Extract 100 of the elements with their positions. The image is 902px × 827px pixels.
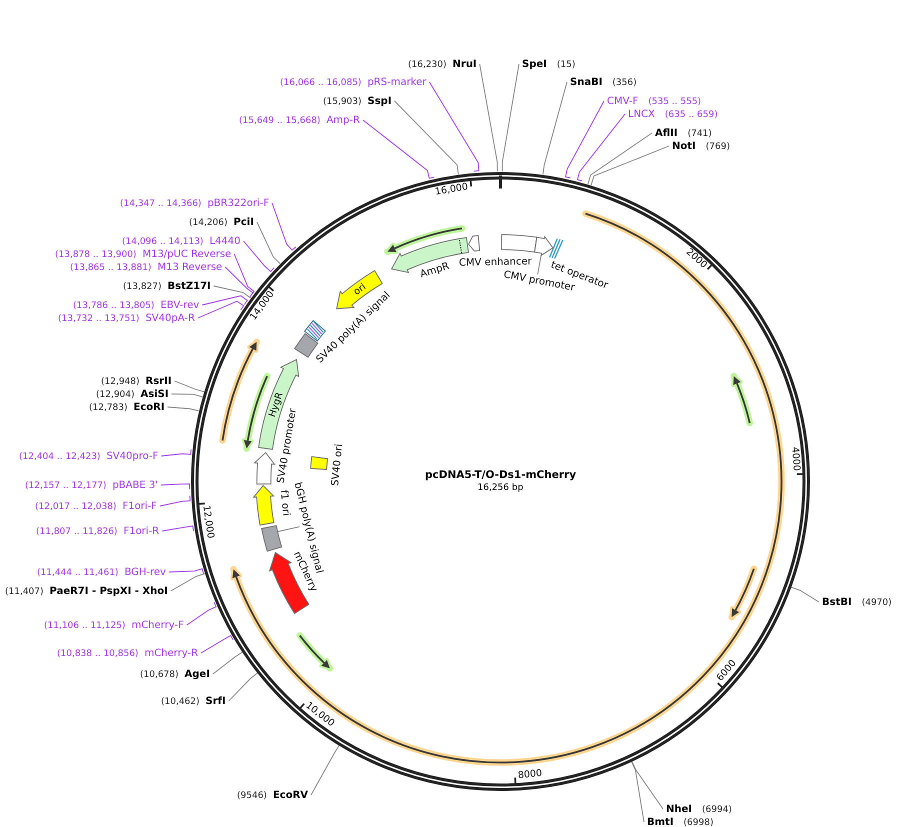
leader-line <box>565 100 604 178</box>
leader-line <box>243 240 274 272</box>
primer-name: pBR322ori-F <box>207 196 270 210</box>
site-position: (769) <box>706 140 730 154</box>
leader-line <box>160 495 191 506</box>
site-position: (12,157 .. 12,177) <box>25 480 106 492</box>
primer-name: Amp-R <box>326 114 360 126</box>
site-position: (11,444 .. 11,461) <box>37 566 118 580</box>
site-position: (11,407) <box>5 586 44 598</box>
leader-line <box>186 602 217 626</box>
enzyme-name: AgeI <box>184 668 210 680</box>
site-position: (13,865 .. 13,881) <box>70 262 152 274</box>
plasmid-length: 16,256 bp <box>478 482 524 494</box>
primer-name: SV40pro-F <box>106 450 158 462</box>
feature-box <box>310 456 328 470</box>
site-position: (12,948) <box>101 376 140 388</box>
site-position: (9546) <box>237 790 267 802</box>
plasmid-name: pcDNA5-T/O-Ds1-mCherry <box>425 468 576 480</box>
leader-line <box>167 406 200 412</box>
leader-line <box>790 586 820 602</box>
tick-label: 4000 <box>788 446 802 472</box>
leader-line <box>542 82 568 175</box>
leader-line <box>224 266 254 298</box>
leader-line <box>212 652 243 674</box>
leader-line <box>479 64 498 172</box>
leader-line <box>202 295 248 306</box>
site-position: (13,732 .. 13,751) <box>58 312 140 326</box>
feature-label: ori <box>352 281 368 298</box>
primer-name: M13/pUC Reverse <box>142 248 232 260</box>
enzyme-name: NheI <box>666 802 692 816</box>
enzyme-name: NotI <box>672 140 696 152</box>
site-position: (10,462) <box>161 696 200 708</box>
site-position: (741) <box>688 128 712 140</box>
tick-label: 8000 <box>518 768 543 782</box>
primer-name: CMV-F <box>607 94 638 108</box>
leader-line <box>587 132 652 185</box>
enzyme-name: PaeR7I - PspXI - XhoI <box>50 584 168 598</box>
enzyme-name: EcoRI <box>134 400 165 414</box>
feature-box <box>500 234 538 254</box>
leader-line <box>630 761 644 822</box>
enzyme-name: AsiSI <box>140 388 169 400</box>
hatched-feature <box>549 238 564 260</box>
site-position: (11,807 .. 11,826) <box>36 526 118 538</box>
primer-name: mCherry-F <box>131 618 184 632</box>
leader-line <box>160 449 192 456</box>
leader-line <box>590 146 670 186</box>
site-position: (14,096 .. 14,113) <box>122 236 204 248</box>
site-position: (13,786 .. 13,805) <box>73 300 154 312</box>
enzyme-name: SnaBI <box>570 76 602 88</box>
feature-block <box>253 484 275 526</box>
site-position: (12,404 .. 12,423) <box>19 450 100 464</box>
site-position: (635 .. 659) <box>664 108 718 122</box>
site-position: (13,878 .. 13,900) <box>55 248 136 262</box>
enzyme-name: BstZ17I <box>168 280 211 292</box>
site-position: (15) <box>556 58 576 72</box>
site-position: (6994) <box>702 804 732 816</box>
site-position: (14,206) <box>189 216 228 230</box>
leader-line <box>234 254 255 296</box>
feature-label: AmpR <box>418 260 452 282</box>
leader-line <box>213 286 252 299</box>
site-position: (15,903) <box>323 96 362 108</box>
feature-label: HygR <box>266 390 286 418</box>
enzyme-name: EcoRV <box>272 788 308 802</box>
leader-line <box>162 526 194 532</box>
feature-block <box>468 235 480 252</box>
leader-line <box>168 568 204 574</box>
leader-line <box>256 222 281 264</box>
leader-line <box>394 100 459 175</box>
tick-label: 12,000 <box>200 504 216 540</box>
primer-name: BGH-rev <box>124 566 166 578</box>
leader-line <box>277 526 300 532</box>
primer-name: F1ori-R <box>123 524 160 538</box>
enzyme-name: RsrII <box>146 374 172 388</box>
site-position: (10,678) <box>140 668 179 682</box>
leader-line <box>160 484 190 490</box>
primer-name: F1ori-F <box>122 500 157 512</box>
primer-name: pRS-marker <box>367 76 426 88</box>
primer-name: SV40pA-R <box>145 312 195 324</box>
leader-line <box>576 114 626 182</box>
feature-label: CMV enhancer <box>459 256 532 270</box>
primer-name: pBABE 3' <box>112 478 158 492</box>
site-position: (15,649 .. 15,668) <box>239 114 320 128</box>
leader-line <box>631 760 664 810</box>
enzyme-name: NruI <box>452 58 477 70</box>
site-position: (11,106 .. 11,125) <box>44 620 126 632</box>
feature-label: f1 ori <box>276 489 291 516</box>
site-position: (12,017 .. 12,038) <box>35 500 116 514</box>
primer-name: LNCX <box>628 108 655 120</box>
site-position: (4970) <box>862 596 892 610</box>
feature-box <box>260 524 282 552</box>
enzyme-name: SpeI <box>522 58 547 70</box>
leader-line <box>170 573 206 592</box>
leader-line <box>171 394 204 398</box>
site-position: (12,783) <box>89 402 128 414</box>
site-position: (13,827) <box>123 280 162 294</box>
primer-name: L4440 <box>209 234 240 248</box>
leader-line <box>310 744 340 796</box>
site-position: (12,904) <box>96 388 135 402</box>
feature-block <box>254 452 275 484</box>
site-position: (6998) <box>684 816 714 827</box>
